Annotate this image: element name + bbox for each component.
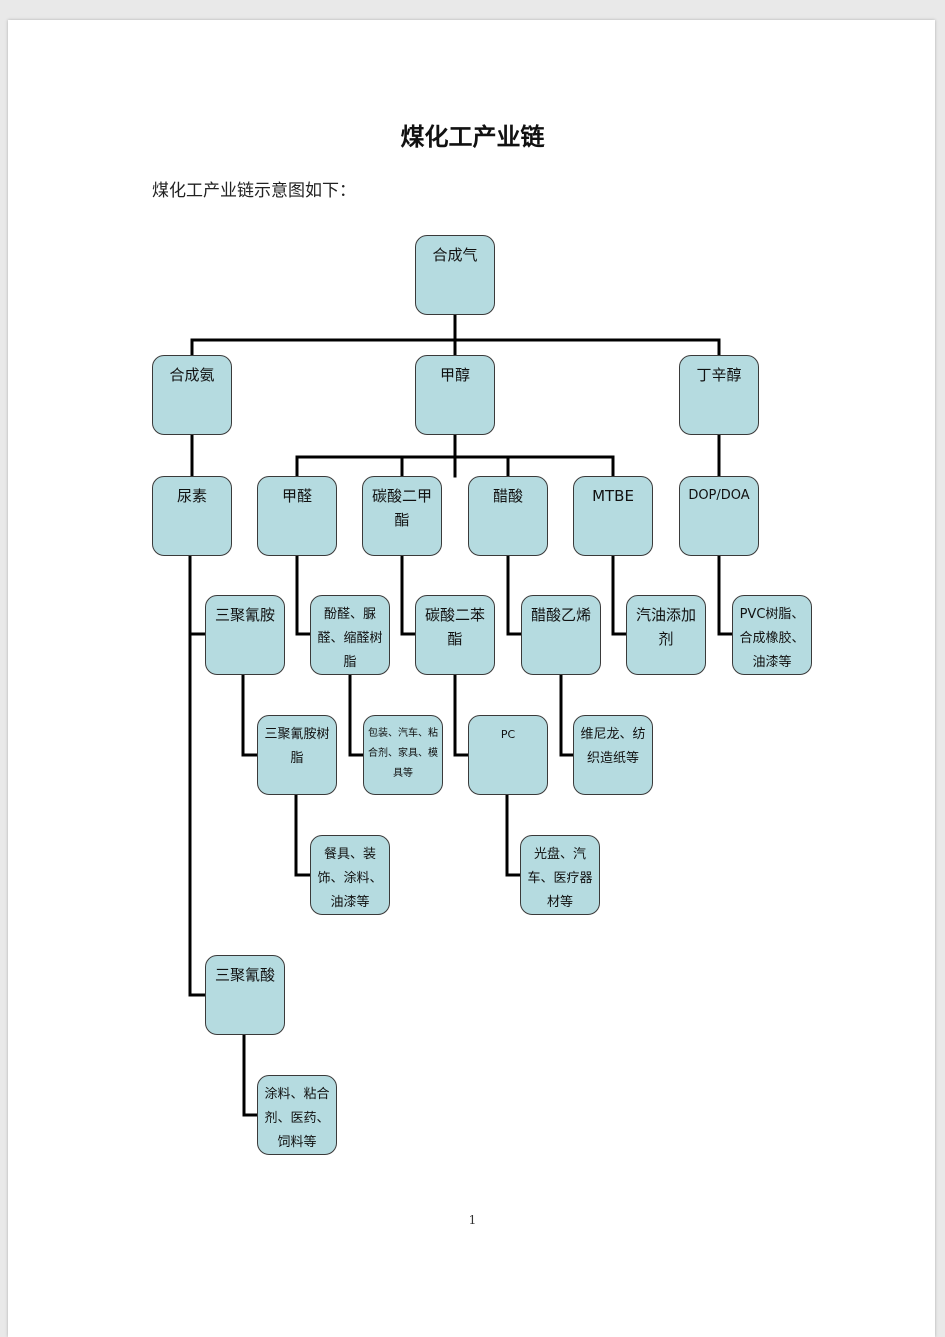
- connector-melamine: [241, 673, 259, 757]
- intro-text: 煤化工产业链示意图如下：: [152, 181, 356, 201]
- node-dpc: 碳酸二苯酯: [415, 595, 495, 675]
- node-acetic-acid: 醋酸: [468, 476, 548, 556]
- connector-mtbe: [611, 553, 628, 636]
- connector-formaldehyde: [295, 553, 312, 636]
- node-octanol: 丁辛醇: [679, 355, 759, 435]
- node-resins: 酚醛、脲醛、缩醛树脂: [310, 595, 390, 675]
- node-pc: PC: [468, 715, 548, 795]
- connector-melamine-resin: [294, 793, 312, 877]
- node-cyanuric-uses: 涂料、粘合剂、医药、饲料等: [257, 1075, 337, 1155]
- connector-dpc: [453, 673, 470, 757]
- connector-dmc: [400, 553, 417, 636]
- connector-methanol: [295, 433, 615, 478]
- node-methanol: 甲醇: [415, 355, 495, 435]
- node-melamine: 三聚氰胺: [205, 595, 285, 675]
- connector-dop: [717, 553, 734, 636]
- node-melamine-resin-uses: 餐具、装饰、涂料、油漆等: [310, 835, 390, 915]
- connector-pc: [505, 793, 522, 877]
- node-gasoline-additive: 汽油添加剂: [626, 595, 706, 675]
- node-ammonia: 合成氨: [152, 355, 232, 435]
- connector-syngas: [190, 312, 721, 357]
- connector-acetic: [506, 553, 523, 636]
- node-vac: 醋酸乙烯: [521, 595, 601, 675]
- node-pc-uses: 光盘、汽车、医疗器材等: [520, 835, 600, 915]
- node-dop-doa: DOP/DOA: [679, 476, 759, 556]
- connector-urea: [188, 553, 207, 997]
- connector-cyanuric: [242, 1032, 259, 1117]
- node-syngas: 合成气: [415, 235, 495, 315]
- node-resin-uses: 包装、汽车、粘合剂、家具、模具等: [363, 715, 443, 795]
- node-cyanuric-acid: 三聚氰酸: [205, 955, 285, 1035]
- node-formaldehyde: 甲醛: [257, 476, 337, 556]
- node-melamine-resin: 三聚氰胺树脂: [257, 715, 337, 795]
- node-urea: 尿素: [152, 476, 232, 556]
- node-vac-uses: 维尼龙、纺织造纸等: [573, 715, 653, 795]
- page-title: 煤化工产业链: [400, 122, 545, 151]
- node-dmc: 碳酸二甲酯: [362, 476, 442, 556]
- connector-vac: [559, 673, 575, 757]
- page-number: 1: [468, 1213, 477, 1227]
- node-mtbe: MTBE: [573, 476, 653, 556]
- connector-resins: [348, 673, 365, 757]
- node-pvc-uses: PVC树脂、合成橡胶、油漆等: [732, 595, 812, 675]
